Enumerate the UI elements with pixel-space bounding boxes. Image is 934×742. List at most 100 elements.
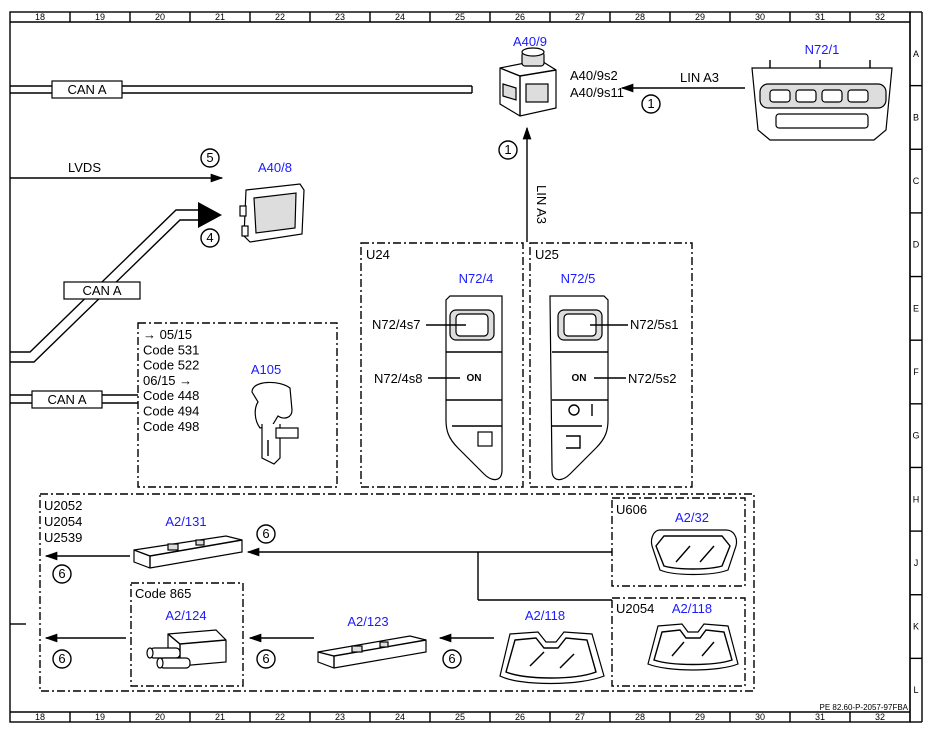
a40-9-component <box>499 47 557 117</box>
grid-col-top-30: 30 <box>755 12 765 22</box>
grid-col-top-31: 31 <box>815 12 825 22</box>
grid-col-top-29: 29 <box>695 12 705 22</box>
a105-group-box <box>137 322 338 488</box>
svg-text:6: 6 <box>58 651 65 666</box>
svg-text:4: 4 <box>206 230 213 245</box>
grid-col-top-27: 27 <box>575 12 585 22</box>
grid-row-B: B <box>913 112 919 122</box>
a2-118-main-label: A2/118 <box>525 608 565 623</box>
svg-text:6: 6 <box>58 566 65 581</box>
grid-row-F: F <box>913 367 919 377</box>
can-a-mid-bus <box>10 209 204 353</box>
marker-5 <box>200 148 220 168</box>
a2-123-component <box>317 635 427 669</box>
n72-5-on-text: ON <box>572 373 587 384</box>
a105-code-item: Code 494 <box>143 404 199 419</box>
n72-4-label: N72/4 <box>459 271 494 286</box>
svg-text:6: 6 <box>262 651 269 666</box>
grid-col-bottom-31: 31 <box>815 712 825 722</box>
marker-6-c <box>52 649 72 669</box>
svg-text:1: 1 <box>647 96 654 111</box>
u2054-label: U2054 <box>616 601 654 616</box>
a2-131-label: A2/131 <box>165 514 206 529</box>
n72-5s1-label: N72/5s1 <box>630 317 678 332</box>
a105-code-item: Code 498 <box>143 419 199 434</box>
a40-9s2-label: A40/9s2 <box>570 68 618 83</box>
n72-1-label: N72/1 <box>805 42 840 57</box>
n72-4-on-text: ON <box>467 373 482 384</box>
grid-col-bottom-26: 26 <box>515 712 525 722</box>
svg-text:1: 1 <box>504 142 511 157</box>
grid-row-L: L <box>913 685 918 695</box>
u606-label: U606 <box>616 502 647 517</box>
grid-row-J: J <box>914 558 919 568</box>
footer-code: PE 82.60-P-2057-97FBA <box>820 703 909 712</box>
a40-9s11-label: A40/9s11 <box>570 85 624 100</box>
lin-a3-horizontal-label: LIN A3 <box>680 70 719 85</box>
can-a-top-box <box>51 80 123 99</box>
u2054-group-box <box>611 597 746 687</box>
grid-col-bottom-20: 20 <box>155 712 165 722</box>
svg-text:6: 6 <box>448 651 455 666</box>
marker-6-e <box>442 649 462 669</box>
n72-1-component <box>751 60 893 141</box>
n72-5-component <box>549 295 609 481</box>
a2-32-windshield <box>650 529 738 576</box>
u24-group-box <box>360 242 524 488</box>
grid-col-bottom-27: 27 <box>575 712 585 722</box>
grid-col-top-26: 26 <box>515 12 525 22</box>
a2-118-main-windshield <box>499 631 605 685</box>
svg-text:6: 6 <box>262 526 269 541</box>
marker-6-a <box>256 524 276 544</box>
can-a-low-label: CAN A <box>47 392 86 407</box>
grid-row-H: H <box>913 494 920 504</box>
marker-1-right <box>641 94 661 114</box>
a40-8-component <box>239 183 305 243</box>
grid-row-C: C <box>913 176 920 186</box>
grid-col-bottom-28: 28 <box>635 712 645 722</box>
a2-124-component <box>146 629 227 669</box>
code865-label: Code 865 <box>135 586 191 601</box>
bottom-code-item: U2539 <box>44 530 82 545</box>
grid-col-top-23: 23 <box>335 12 345 22</box>
grid-col-bottom-24: 24 <box>395 712 405 722</box>
can-a-top-label: CAN A <box>67 82 106 97</box>
u25-group-box <box>529 242 693 488</box>
can-a-mid-label: CAN A <box>82 283 121 298</box>
grid-row-D: D <box>913 240 920 250</box>
grid-col-top-28: 28 <box>635 12 645 22</box>
grid-col-top-22: 22 <box>275 12 285 22</box>
can-a-low-box <box>31 390 103 409</box>
u25-label: U25 <box>535 247 559 262</box>
grid-col-bottom-29: 29 <box>695 712 705 722</box>
a105-component <box>251 381 299 465</box>
a2-131-component <box>133 535 243 569</box>
marker-6-b <box>52 564 72 584</box>
lin-a3-vertical-label: LIN A3 <box>534 185 549 224</box>
grid-col-bottom-25: 25 <box>455 712 465 722</box>
n72-4-component <box>445 295 503 481</box>
grid-col-top-25: 25 <box>455 12 465 22</box>
grid-col-top-24: 24 <box>395 12 405 22</box>
a2-124-label: A2/124 <box>165 608 206 623</box>
grid-col-bottom-19: 19 <box>95 712 105 722</box>
u606-group-box <box>611 497 746 587</box>
a2-123-label: A2/123 <box>347 614 388 629</box>
grid-col-top-20: 20 <box>155 12 165 22</box>
grid-col-top-18: 18 <box>35 12 45 22</box>
grid-col-top-21: 21 <box>215 12 225 22</box>
grid-row-A: A <box>913 49 919 59</box>
bottom-code-item: U2054 <box>44 514 82 529</box>
lvds-label: LVDS <box>68 160 101 175</box>
a105-code-item: Code 522 <box>143 358 199 373</box>
grid-col-bottom-23: 23 <box>335 712 345 722</box>
grid-col-bottom-22: 22 <box>275 712 285 722</box>
grid-col-bottom-32: 32 <box>875 712 885 722</box>
a105-code-item: → 05/15 <box>143 327 192 342</box>
marker-1-up <box>498 140 518 160</box>
grid-col-bottom-21: 21 <box>215 712 225 722</box>
